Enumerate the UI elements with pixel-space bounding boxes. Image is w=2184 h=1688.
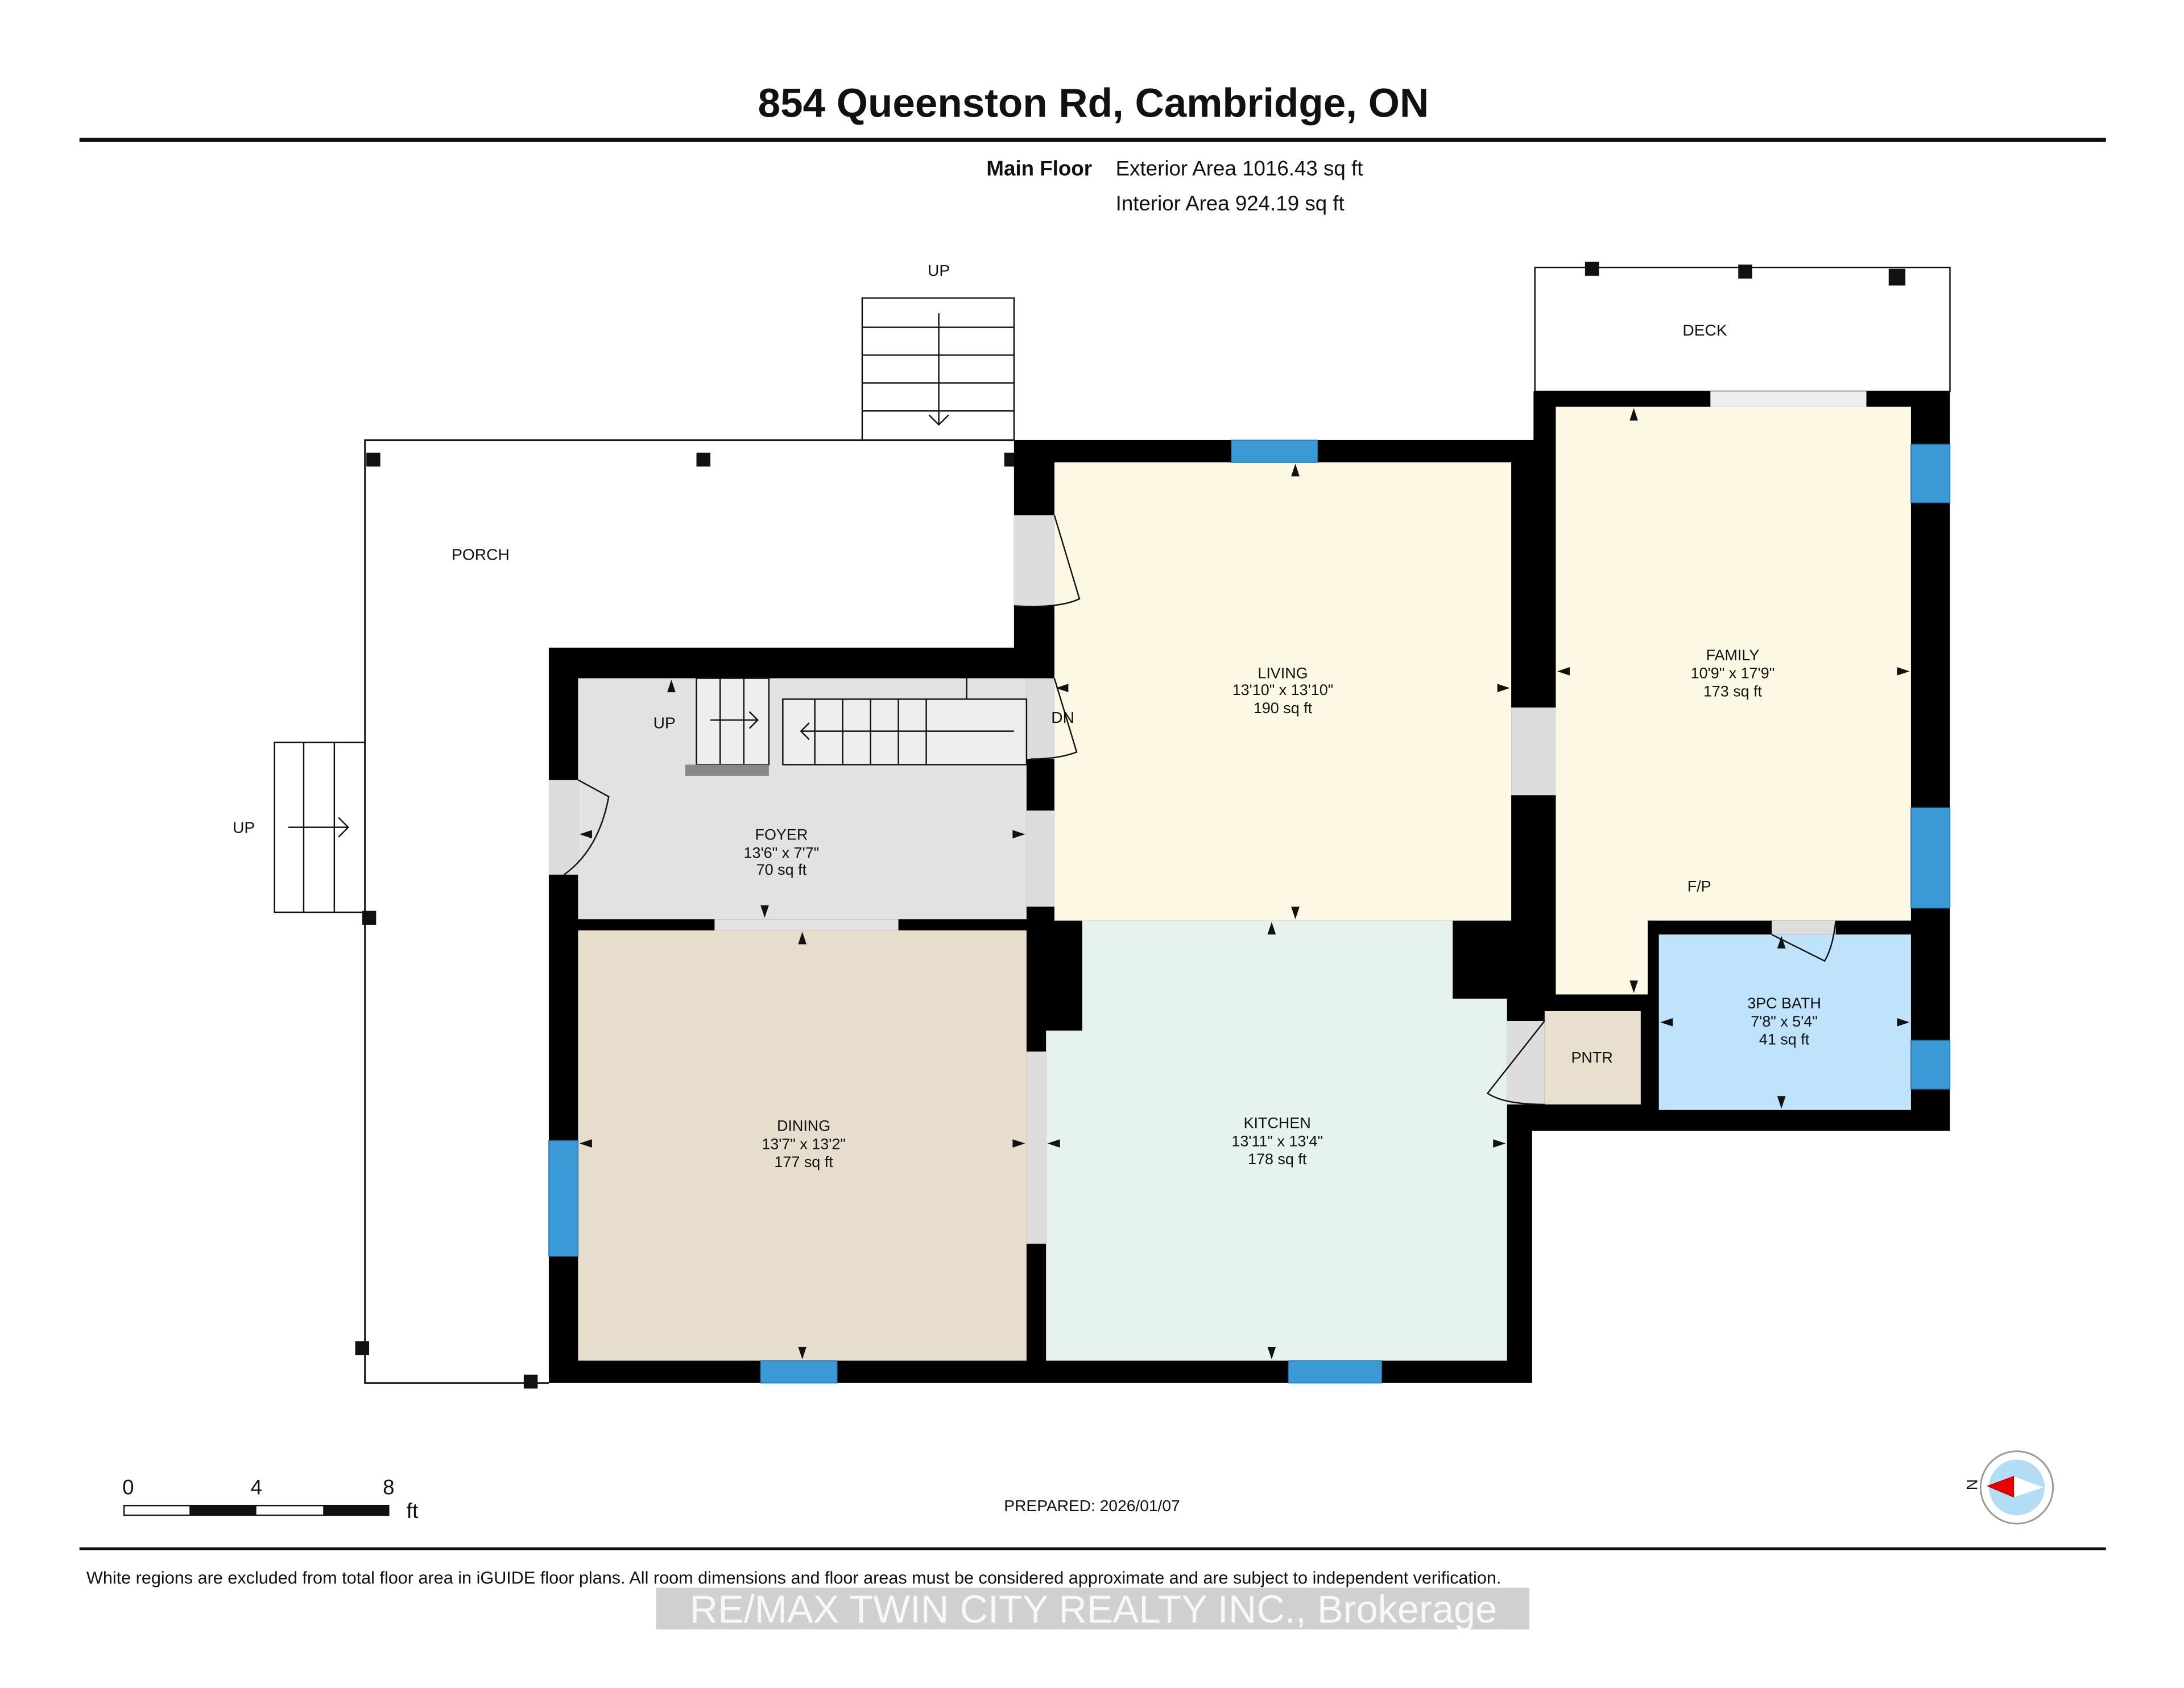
floor-name: Main Floor xyxy=(986,157,1092,180)
room-family xyxy=(1556,407,1911,995)
stairs-left xyxy=(274,742,366,913)
deck-label: DECK xyxy=(1682,321,1727,339)
foyer-up-label: UP xyxy=(653,714,676,732)
svg-text:3PC BATH: 3PC BATH xyxy=(1747,995,1821,1012)
header-rule xyxy=(79,138,2106,142)
exterior-area: Exterior Area 1016.43 sq ft xyxy=(1116,157,1363,180)
label-dining: DINING 13'7" x 13'2" 177 sq ft xyxy=(762,1117,846,1170)
page-title: 854 Queenston Rd, Cambridge, ON xyxy=(758,81,1429,126)
interior-area: Interior Area 924.19 sq ft xyxy=(1116,192,1345,215)
svg-text:13'6" x 7'7": 13'6" x 7'7" xyxy=(744,844,820,861)
svg-text:DINING: DINING xyxy=(777,1117,830,1134)
stairs-left-up-label: UP xyxy=(233,818,255,836)
svg-text:LIVING: LIVING xyxy=(1258,665,1308,682)
svg-text:173 sq ft: 173 sq ft xyxy=(1703,682,1763,700)
fireplace-label: F/P xyxy=(1687,878,1711,895)
svg-text:4: 4 xyxy=(250,1476,262,1499)
room-living xyxy=(1054,462,1512,921)
stairs-top xyxy=(861,297,1015,441)
svg-text:FOYER: FOYER xyxy=(755,826,808,843)
room-dining xyxy=(578,930,1027,1361)
svg-text:13'10" x 13'10": 13'10" x 13'10" xyxy=(1232,681,1334,698)
svg-text:0: 0 xyxy=(122,1476,134,1499)
scale-bar: 0 4 8 ft xyxy=(122,1476,418,1523)
label-bath: 3PC BATH 7'8" x 5'4" 41 sq ft xyxy=(1747,995,1821,1048)
watermark-band xyxy=(656,1587,1529,1630)
label-foyer: FOYER 13'6" x 7'7" 70 sq ft xyxy=(744,826,820,878)
porch-posts xyxy=(355,452,1016,1389)
svg-text:177 sq ft: 177 sq ft xyxy=(774,1153,833,1170)
label-living: LIVING 13'10" x 13'10" 190 sq ft xyxy=(1232,665,1334,717)
room-pantry xyxy=(1544,1011,1641,1104)
porch-label: PORCH xyxy=(452,545,510,563)
svg-text:178 sq ft: 178 sq ft xyxy=(1248,1151,1307,1168)
stairs-top-up-label: UP xyxy=(928,262,950,279)
svg-text:ft: ft xyxy=(407,1499,418,1522)
label-pantry: PNTR xyxy=(1571,1049,1612,1066)
svg-text:KITCHEN: KITCHEN xyxy=(1244,1115,1311,1132)
room-kitchen xyxy=(1046,920,1507,1361)
footer-rule xyxy=(79,1547,2106,1550)
compass-icon: N xyxy=(1963,1450,2054,1525)
svg-text:70 sq ft: 70 sq ft xyxy=(756,861,807,878)
deck xyxy=(1534,266,1951,392)
svg-text:10'9" x 17'9": 10'9" x 17'9" xyxy=(1691,665,1775,682)
svg-text:190 sq ft: 190 sq ft xyxy=(1254,700,1313,717)
prepared-date: PREPARED: 2026/01/07 xyxy=(1004,1497,1180,1515)
svg-text:N: N xyxy=(1963,1479,1980,1490)
label-kitchen: KITCHEN 13'11" x 13'4" 178 sq ft xyxy=(1231,1115,1323,1168)
svg-text:41 sq ft: 41 sq ft xyxy=(1759,1031,1810,1048)
watermark: RE/MAX TWIN CITY REALTY INC., Brokerage xyxy=(690,1587,1498,1631)
deck-posts xyxy=(1585,262,1906,286)
label-family: FAMILY 10'9" x 17'9" 173 sq ft xyxy=(1691,647,1775,700)
svg-text:7'8" x 5'4": 7'8" x 5'4" xyxy=(1751,1013,1818,1030)
door-swings xyxy=(564,515,1836,1106)
stairs-foyer xyxy=(696,677,1028,766)
svg-text:13'7" x 13'2": 13'7" x 13'2" xyxy=(762,1135,846,1152)
disclaimer: White regions are excluded from total fl… xyxy=(86,1568,1501,1587)
room-bath xyxy=(1658,934,1911,1110)
svg-text:8: 8 xyxy=(383,1476,394,1499)
windows xyxy=(548,440,1951,1384)
svg-text:FAMILY: FAMILY xyxy=(1706,647,1760,664)
foyer-down-label: DN xyxy=(1051,709,1074,726)
door-openings xyxy=(548,391,1867,1244)
svg-text:13'11" x 13'4": 13'11" x 13'4" xyxy=(1231,1132,1323,1149)
dimension-arrows xyxy=(579,408,1910,1360)
stair-landing xyxy=(685,764,769,776)
